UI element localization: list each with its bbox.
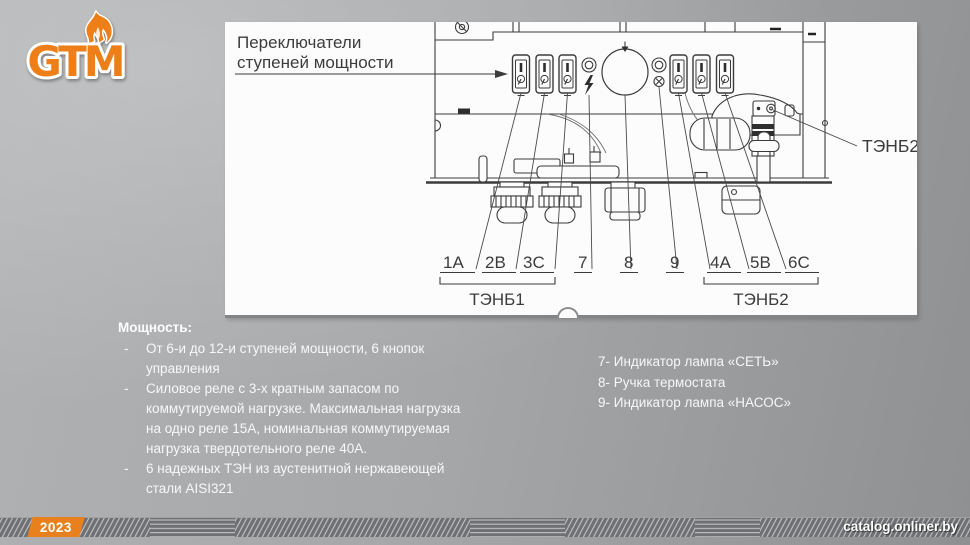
indicator-lamp-net [581,57,597,95]
callout-line2: ступеней мощности [237,53,393,72]
callout-arrow [495,70,508,78]
power-switch-5 [691,53,712,97]
spec-item: 6 надежных ТЭН из аустенитной нержавеюще… [124,459,528,499]
terminal-label: 3C [523,253,545,272]
power-switch-2 [534,53,555,97]
diagram-panel: Переключатели ступеней мощности [225,22,917,318]
pump-icon [653,75,665,88]
panel-edge-notch [557,307,579,318]
power-steps-callout: Переключатели ступеней мощности [235,33,508,78]
logo-text: GTM [27,37,122,86]
spec-line: Силовое реле с 3-х кратным запасом по [146,381,400,396]
lightning-icon [584,75,594,95]
specs-title: Мощность: [118,320,193,335]
gtm-logo: GTM [24,10,129,86]
specs-list: От 6-и до 12-и ступеней мощности, 6 кноп… [118,339,528,499]
terminal-label: 5B [750,253,771,272]
spec-line: От 6-и до 12-и ступеней мощности, 6 кноп… [146,341,425,356]
tenb2-callout: ТЭНБ2 [772,109,917,156]
indicator-lamp-pump [651,57,667,88]
bottom-components [478,146,620,183]
spec-line: нагрузка твердотельного реле 40А. [146,441,367,456]
specs-section: Мощность: От 6-и до 12-и ступеней мощнос… [118,320,528,499]
flame-icon [85,10,114,45]
power-switch-3 [557,53,578,97]
terminal-label: 6C [788,253,810,272]
footer-bar [0,517,970,537]
terminal-label: 7 [578,253,587,272]
tenb1-group: ТЭНБ1 [439,277,556,309]
year-text: 2023 [40,519,73,535]
year-badge: 2023 [27,517,85,537]
spec-line: на одно реле 15А, номинальная коммутируе… [146,421,450,436]
terminal-labels: 1A 2B 3C 7 8 9 4A 5B 6C [440,253,819,274]
terminal-label: 9 [670,253,679,272]
watermark-site: catalog.onliner.by [843,519,958,534]
boiler-diagram: Переключатели ступеней мощности [235,22,917,309]
spec-line: коммутируемой нагрузке. Максимальная наг… [146,401,461,416]
terminal-label: 8 [624,253,633,272]
leader-lines [475,86,787,270]
spec-line: 6 надежных ТЭН из аустенитной нержавеюще… [146,461,445,476]
power-switch-6 [715,53,735,97]
boiler-outline [426,22,832,184]
terminal-label: 4A [710,253,731,272]
cable-glands [490,181,761,224]
tenb1-group-label: ТЭНБ1 [469,290,525,309]
tenb2-group: ТЭНБ2 [703,277,819,309]
spec-line: управления [146,361,220,376]
legend-item: 8- Ручка термостата [598,374,726,390]
spec-item: Силовое реле с 3-х кратным запасом по ко… [124,379,528,459]
spec-line: стали AISI321 [146,481,234,496]
power-switch-4 [668,53,689,97]
legend-item: 7- Индикатор лампа «СЕТЬ» [598,354,779,369]
spec-item: От 6-и до 12-и ступеней мощности, 6 кноп… [124,339,528,379]
terminal-label: 1A [443,253,464,272]
footer-pattern [0,518,970,537]
legend-item: 9- Индикатор лампа «НАСОС» [598,395,791,410]
power-switch-1 [511,53,531,97]
legend-section: 7- Индикатор лампа «СЕТЬ» 8- Ручка термо… [598,352,791,414]
tenb2-group-label: ТЭНБ2 [733,290,789,309]
terminal-label: 2B [485,253,506,272]
cable-sweeps [546,92,718,154]
thermostat-knob [601,41,649,96]
callout-line1: Переключатели [237,33,361,52]
tenb2-assembly [689,93,829,183]
tenb2-callout-label: ТЭНБ2 [862,136,917,156]
